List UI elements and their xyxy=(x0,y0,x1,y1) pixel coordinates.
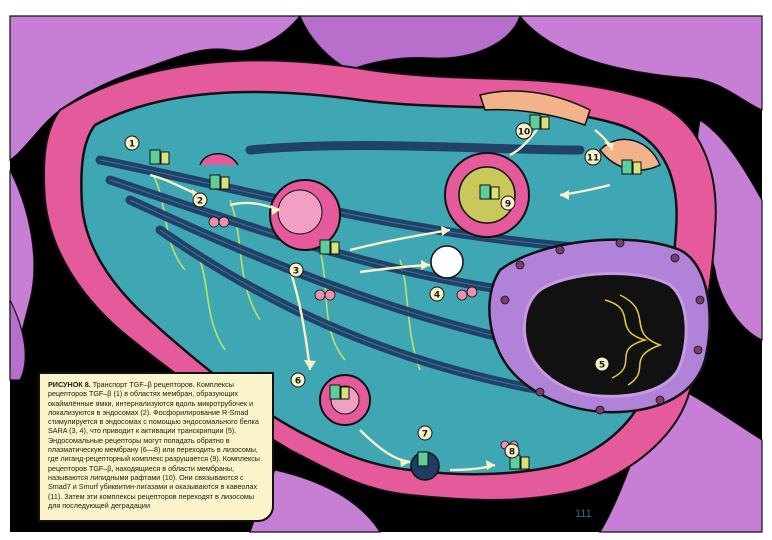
label-9: 9 xyxy=(501,196,515,210)
label-10: 10 xyxy=(516,123,532,139)
vesicle-4 xyxy=(431,246,463,278)
label-4: 4 xyxy=(430,287,444,301)
svg-text:1: 1 xyxy=(129,140,135,150)
svg-text:5: 5 xyxy=(599,361,605,371)
svg-text:6: 6 xyxy=(295,377,301,387)
svg-text:11: 11 xyxy=(587,154,600,164)
svg-text:9: 9 xyxy=(505,200,511,210)
caption-body: Транспорт TGF–β рецепторов. Комплексы ре… xyxy=(48,380,260,510)
label-7: 7 xyxy=(418,426,432,440)
figure-caption: РИСУНОК 8. Транспорт TGF–β рецепторов. К… xyxy=(38,372,274,522)
svg-text:8: 8 xyxy=(509,448,515,458)
label-11: 11 xyxy=(585,149,601,165)
caption-title: РИСУНОК 8. xyxy=(48,380,91,389)
label-3: 3 xyxy=(289,263,303,277)
svg-text:4: 4 xyxy=(434,291,440,301)
svg-text:3: 3 xyxy=(293,267,299,277)
label-8: 8 xyxy=(505,444,519,458)
svg-text:2: 2 xyxy=(197,197,203,207)
svg-text:10: 10 xyxy=(518,128,531,138)
page-number: 111 xyxy=(575,508,592,520)
label-6: 6 xyxy=(291,373,305,387)
endosome-recycling xyxy=(320,375,370,425)
label-2: 2 xyxy=(193,193,207,207)
nucleoplasm xyxy=(524,274,686,397)
svg-text:7: 7 xyxy=(422,430,428,440)
label-1: 1 xyxy=(125,136,139,150)
label-5: 5 xyxy=(595,357,609,371)
